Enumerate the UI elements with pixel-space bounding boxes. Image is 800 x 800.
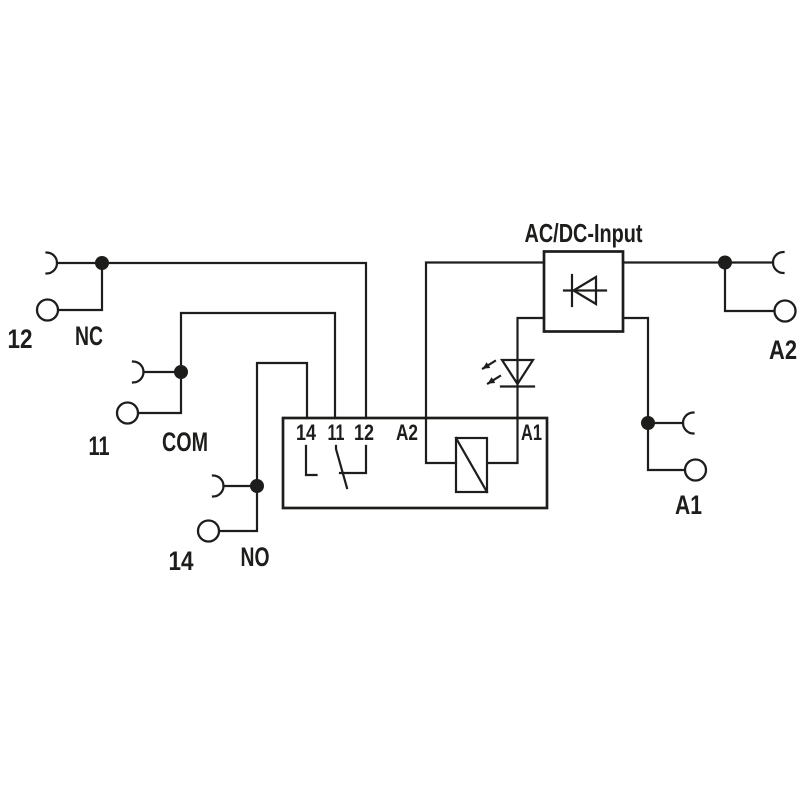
- terminal-a2: A2: [718, 250, 797, 365]
- input-wiring: [424, 261, 775, 465]
- com-wire: [142, 311, 337, 420]
- relay-pin-a1: A1: [521, 420, 542, 445]
- socket-terminal-icon: [211, 474, 225, 498]
- terminal-label-a2: A2: [769, 335, 797, 365]
- terminal-label-nc: NC: [75, 321, 103, 351]
- nc-screw-wire: [57, 261, 104, 312]
- relay-pin-a2: A2: [396, 420, 418, 445]
- socket-terminal-icon: [681, 411, 695, 435]
- terminal-a1: A1: [641, 411, 708, 520]
- changeover-contact-icon: [304, 444, 368, 490]
- screw-terminal-icon: [773, 299, 797, 323]
- socket-terminal-icon: [131, 360, 145, 384]
- relay-outline-box: [281, 416, 549, 510]
- relay-block: 14 11 12 A2 A1: [281, 416, 549, 510]
- rectifier-block: AC/DC-Input: [525, 218, 643, 333]
- socket-terminal-icon: [771, 250, 785, 275]
- screw-terminal-icon: [683, 458, 708, 482]
- terminal-number-11: 11: [89, 431, 110, 461]
- led-light-arrows: [481, 359, 502, 386]
- contact-leg-14: [304, 444, 318, 477]
- relay-pin-11: 11: [328, 420, 345, 445]
- relay-coil-icon: [454, 436, 489, 494]
- led-icon: [481, 358, 536, 388]
- terminal-no: 14 NO: [169, 361, 309, 576]
- terminal-label-com: COM: [162, 427, 208, 457]
- junction-dot: [174, 365, 188, 379]
- contact-blade-11: [334, 444, 349, 490]
- relay-pin-12: 12: [354, 420, 374, 445]
- terminal-label-a1: A1: [675, 490, 702, 520]
- a1-terminal-wire: [621, 316, 650, 425]
- terminal-nc: 12 NC: [8, 251, 368, 420]
- terminal-com: 11 COM: [89, 311, 337, 461]
- a2-coil-wire: [424, 261, 546, 465]
- screw-terminal-icon: [115, 401, 140, 425]
- terminal-number-14: 14: [169, 546, 194, 576]
- terminal-number-12: 12: [8, 324, 33, 354]
- rectifier-box: [542, 250, 625, 333]
- screw-terminal-icon: [196, 519, 221, 543]
- a1-screw-wire: [646, 421, 687, 472]
- contact-leg-12: [338, 444, 368, 475]
- no-screw-wire: [218, 484, 259, 533]
- ac-dc-input-title: AC/DC-Input: [525, 218, 643, 248]
- a2-screw-wire: [723, 261, 776, 313]
- screw-terminal-icon: [35, 298, 60, 322]
- no-wire: [222, 361, 309, 488]
- diode-icon: [562, 273, 608, 308]
- socket-terminal-icon: [45, 251, 59, 275]
- led-triangle: [499, 358, 536, 387]
- com-screw-wire: [137, 370, 183, 415]
- junction-dot: [95, 256, 109, 270]
- relay-pin-14: 14: [296, 420, 317, 445]
- led-coil-wire: [486, 316, 546, 465]
- junction-dot: [250, 479, 264, 493]
- terminal-label-no: NO: [241, 542, 270, 572]
- nc-wire: [55, 261, 368, 420]
